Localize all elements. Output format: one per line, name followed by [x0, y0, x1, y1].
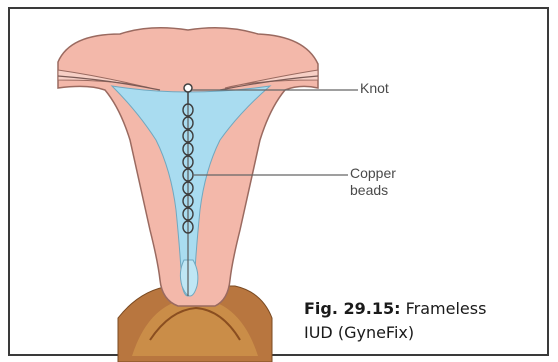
figure-caption: Fig. 29.15: Frameless IUD (GyneFix) [304, 297, 486, 345]
knot-label: Knot [360, 80, 389, 97]
iud-knot [184, 84, 192, 92]
copper-beads-label: Copper beads [350, 165, 430, 199]
caption-line-1: Fig. 29.15: Frameless [304, 297, 486, 321]
caption-title-part1: Frameless [406, 299, 487, 318]
caption-line-2: IUD (GyneFix) [304, 321, 486, 345]
figure-number: Fig. 29.15: [304, 299, 401, 318]
